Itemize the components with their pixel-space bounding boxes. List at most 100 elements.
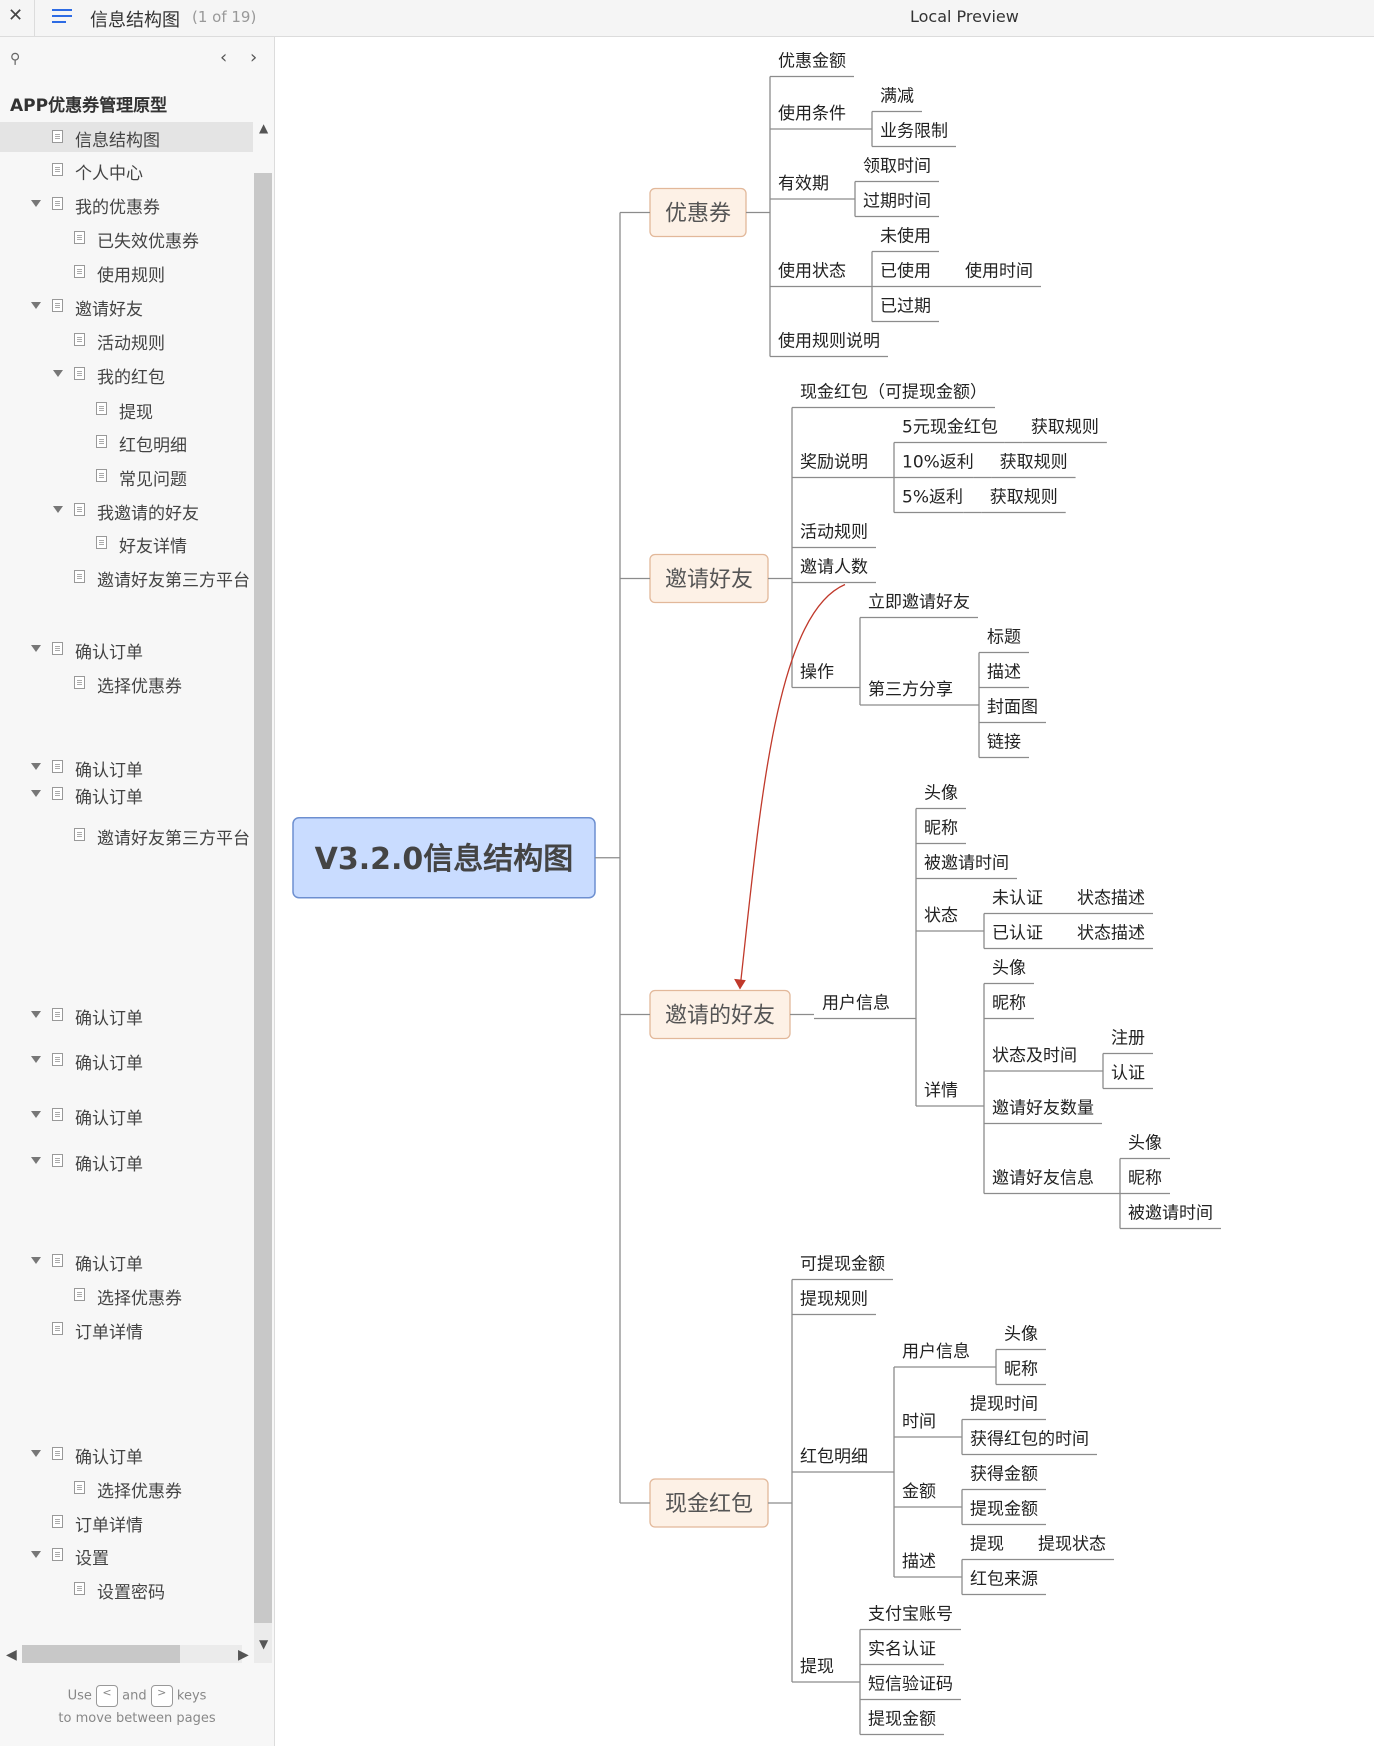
topic-label: 已使用 — [880, 261, 931, 282]
topic-label: 状态及时间 — [992, 1046, 1077, 1066]
topic-label: 邀请好友信息 — [992, 1169, 1094, 1189]
sidebar-item-label: 邀请好友 — [75, 300, 143, 320]
sidebar-item-page[interactable]: 提现 — [0, 394, 253, 424]
topic-label: 业务限制 — [880, 122, 948, 142]
sidebar-item-page[interactable]: 确认订单 — [0, 1146, 253, 1176]
prev-page-icon[interactable]: ‹ — [220, 47, 228, 68]
chevron-down-icon[interactable] — [31, 1450, 41, 1457]
sidebar-item-label: 确认订单 — [75, 1448, 143, 1468]
topic-label: 邀请好友数量 — [992, 1099, 1094, 1119]
sidebar-item-page[interactable]: 设置密码 — [0, 1574, 253, 1604]
topic-label: 头像 — [1004, 1325, 1038, 1345]
page-icon — [74, 1288, 85, 1301]
page-icon — [52, 1447, 63, 1460]
scroll-up-icon[interactable]: ▲ — [259, 121, 269, 135]
topic-label: 用户信息 — [822, 994, 890, 1014]
chevron-down-icon[interactable] — [31, 200, 41, 207]
scroll-left-icon[interactable]: ◀ — [6, 1647, 17, 1663]
sidebar-item-page[interactable]: 选择优惠券 — [0, 668, 253, 698]
sidebar-item-page[interactable]: 确认订单 — [0, 1100, 253, 1130]
sidebar-item-label: 红包明细 — [119, 436, 187, 456]
sidebar-item-page[interactable]: 确认订单 — [0, 634, 253, 664]
prev-key-icon: < — [96, 1685, 118, 1707]
topic-label: 未认证 — [992, 889, 1043, 909]
sidebar-item-page[interactable]: 红包明细 — [0, 427, 253, 457]
sidebar-item-label: 确认订单 — [75, 788, 143, 808]
topic-label: 实名认证 — [868, 1640, 936, 1660]
page-icon — [74, 676, 85, 689]
sidebar-item-page[interactable]: 我的红包 — [0, 359, 253, 389]
page-icon — [52, 1548, 63, 1561]
page-icon — [74, 231, 85, 244]
sidebar-item-page[interactable]: 确认订单 — [0, 1000, 253, 1030]
chevron-down-icon[interactable] — [31, 763, 41, 770]
chevron-down-icon[interactable] — [53, 506, 63, 513]
page-icon — [52, 760, 63, 773]
topic-label: 立即邀请好友 — [868, 593, 970, 613]
vertical-scrollbar[interactable] — [254, 173, 272, 1663]
horizontal-scrollbar[interactable] — [22, 1645, 242, 1663]
sidebar-item-label: 确认订单 — [75, 1054, 143, 1074]
topic-label: 状态描述 — [1077, 889, 1145, 909]
chevron-down-icon[interactable] — [31, 1551, 41, 1558]
page-icon — [52, 130, 63, 143]
sidebar-item-page[interactable]: 我的优惠券 — [0, 189, 253, 219]
page-icon — [52, 1322, 63, 1335]
chevron-down-icon[interactable] — [31, 1257, 41, 1264]
sidebar-item-page[interactable]: 邀请好友 — [0, 291, 253, 321]
topic-label: 5元现金红包 — [902, 418, 998, 438]
sidebar-item-page[interactable]: 个人中心 — [0, 155, 253, 185]
sidebar-item-page[interactable]: 我邀请的好友 — [0, 495, 253, 525]
sidebar-item-label: 确认订单 — [75, 1109, 143, 1129]
sidebar-item-label: 个人中心 — [75, 164, 143, 184]
scroll-right-icon[interactable]: ▶ — [238, 1647, 249, 1663]
sidebar-item-label: 设置 — [75, 1549, 109, 1569]
sidebar-item-label: 信息结构图 — [75, 131, 160, 151]
sidebar: ⚲ ‹ › APP优惠券管理原型 信息结构图个人中心我的优惠券已失效优惠券使用规… — [0, 37, 275, 1746]
sidebar-item-page[interactable]: 确认订单 — [0, 779, 253, 809]
relationship-arrow — [739, 583, 846, 989]
page-icon — [52, 197, 63, 210]
sidebar-item-page[interactable]: 选择优惠券 — [0, 1473, 253, 1503]
chevron-down-icon[interactable] — [31, 302, 41, 309]
chevron-down-icon[interactable] — [31, 1056, 41, 1063]
search-icon[interactable]: ⚲ — [10, 51, 21, 67]
menu-icon[interactable] — [52, 9, 72, 25]
chevron-down-icon[interactable] — [31, 1157, 41, 1164]
sidebar-item-page[interactable]: 已失效优惠券 — [0, 223, 253, 253]
sidebar-item-page[interactable]: 设置 — [0, 1540, 253, 1570]
sidebar-item-page[interactable]: 确认订单 — [0, 752, 253, 782]
chevron-down-icon[interactable] — [31, 790, 41, 797]
chevron-down-icon[interactable] — [31, 1011, 41, 1018]
close-icon[interactable]: ✕ — [8, 5, 24, 26]
topic-label: 头像 — [924, 784, 958, 804]
sidebar-item-page[interactable]: 确认订单 — [0, 1246, 253, 1276]
page-icon — [74, 1481, 85, 1494]
topic-label: 昵称 — [924, 819, 958, 839]
sidebar-item-page[interactable]: 邀请好友第三方平台 — [0, 562, 253, 592]
next-page-icon[interactable]: › — [250, 47, 258, 68]
topic-label: 获取规则 — [1000, 453, 1068, 473]
topic-label: 满减 — [880, 87, 914, 107]
sidebar-item-page[interactable]: 订单详情 — [0, 1314, 253, 1344]
chevron-down-icon[interactable] — [31, 645, 41, 652]
sidebar-item-page[interactable]: 使用规则 — [0, 257, 253, 287]
chevron-down-icon[interactable] — [53, 370, 63, 377]
sidebar-item-page[interactable]: 邀请好友第三方平台 — [0, 820, 253, 850]
page-icon — [74, 367, 85, 380]
sidebar-item-page[interactable]: 活动规则 — [0, 325, 253, 355]
sidebar-item-page[interactable]: 确认订单 — [0, 1439, 253, 1469]
sidebar-item-page[interactable]: 常见问题 — [0, 461, 253, 491]
vertical-scroll-thumb[interactable] — [254, 173, 272, 1623]
chevron-down-icon[interactable] — [31, 1111, 41, 1118]
sidebar-item-page[interactable]: 选择优惠券 — [0, 1280, 253, 1310]
topic-label: 提现 — [970, 1535, 1004, 1555]
sidebar-item-page[interactable]: 信息结构图 — [0, 122, 253, 152]
sidebar-item-page[interactable]: 订单详情 — [0, 1507, 253, 1537]
sidebar-item-page[interactable]: 好友详情 — [0, 528, 253, 558]
topic-label: 标题 — [987, 628, 1021, 648]
sidebar-item-page[interactable]: 确认订单 — [0, 1045, 253, 1075]
horizontal-scroll-thumb[interactable] — [22, 1645, 180, 1663]
topic-label: 提现金额 — [970, 1500, 1038, 1520]
scroll-down-icon[interactable]: ▼ — [259, 1637, 269, 1651]
